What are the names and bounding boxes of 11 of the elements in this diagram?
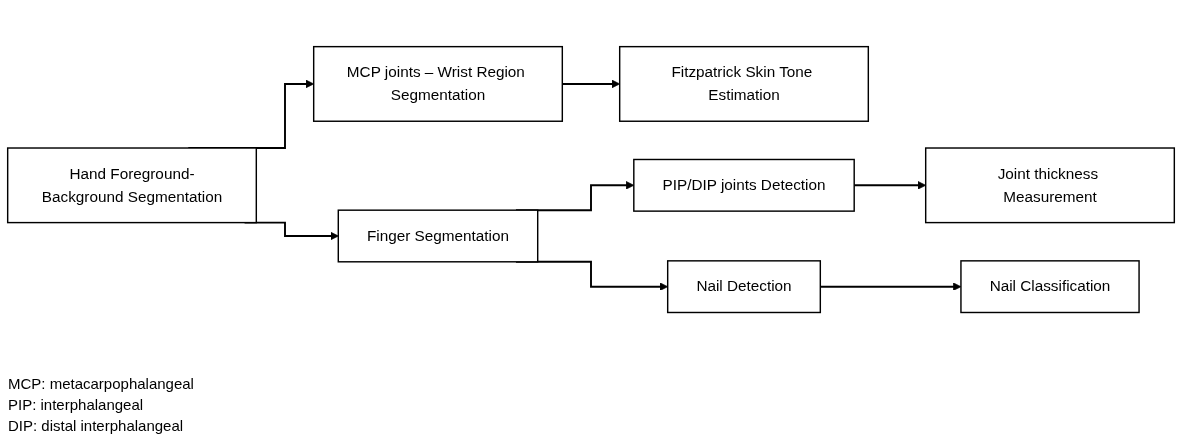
node-box: Nail Classification xyxy=(960,260,1140,314)
node-box: Finger Segmentation xyxy=(337,209,539,263)
node-box: Nail Detection xyxy=(666,260,822,314)
node-box: MCP joints – Wrist Region Segmentation xyxy=(312,46,564,123)
abbreviation-note: DIP: distal interphalangeal xyxy=(8,416,185,436)
node-box: Hand Foreground-Background Segmentation xyxy=(6,147,258,224)
abbreviation-note: MCP: metacarpophalangeal xyxy=(8,374,194,394)
node-box: Fitzpatrick Skin Tone Estimation xyxy=(618,46,870,123)
node-box: Joint thickness Measurement xyxy=(924,147,1176,224)
abbreviation-note: PIP: interphalangeal xyxy=(8,395,145,415)
node-box: PIP/DIP joints Detection xyxy=(633,159,855,213)
